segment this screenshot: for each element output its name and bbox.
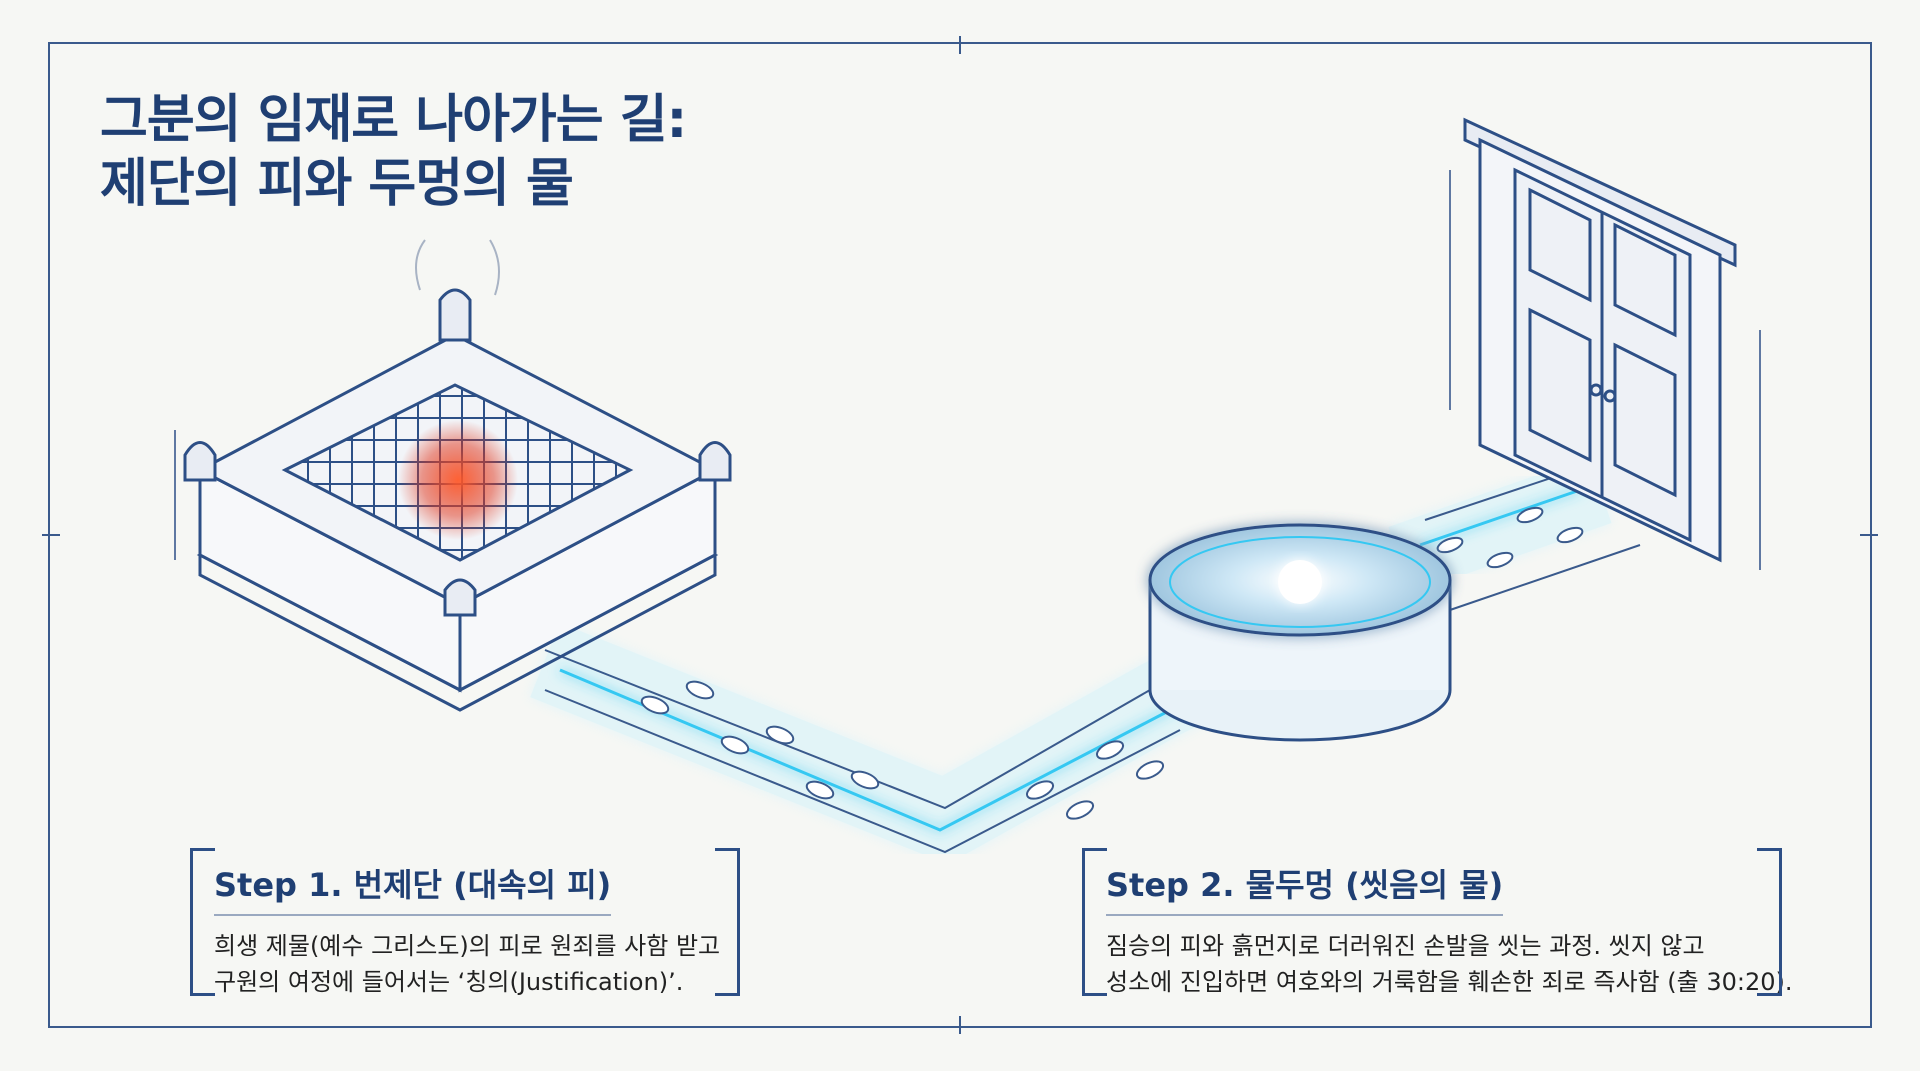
footprint-icon: [1025, 780, 1055, 800]
title-line-2: 제단의 피와 두멍의 물: [100, 154, 574, 214]
page-title: 그분의 임재로 나아가는 길: 제단의 피와 두멍의 물: [100, 88, 687, 216]
step-1-line-2: 구원의 여정에 들어서는 ‘칭의(Justification)’.: [214, 968, 684, 996]
footprint-icon: [1486, 551, 1514, 569]
step-1-description: 희생 제물(예수 그리스도)의 피로 원죄를 사함 받고 구원의 여정에 들어서…: [214, 928, 721, 1000]
step-2-card: Step 2. 물두멍 (씻음의 물) 짐승의 피와 흙먼지로 더러워진 손발을…: [1082, 848, 1792, 996]
footprint-icon: [1516, 506, 1544, 524]
footprint-icon: [850, 770, 880, 790]
step-1-line-1: 희생 제물(예수 그리스도)의 피로 원죄를 사함 받고: [214, 932, 721, 960]
step-2-line-1: 짐승의 피와 흙먼지로 더러워진 손발을 씻는 과정. 씻지 않고: [1106, 932, 1705, 960]
bracket-right: [1757, 848, 1782, 996]
footprint-icon: [765, 725, 795, 745]
step-2-description: 짐승의 피와 흙먼지로 더러워진 손발을 씻는 과정. 씻지 않고 성소에 진입…: [1106, 928, 1793, 1000]
footprint-icon: [805, 780, 835, 800]
footprint-icon: [1065, 800, 1095, 820]
frame-tick-bottom: [959, 1016, 961, 1034]
footprint-icon: [640, 695, 670, 715]
frame-tick-left: [42, 534, 60, 536]
step-1-heading: Step 1. 번제단 (대속의 피): [214, 860, 612, 916]
altar-illustration: [174, 239, 732, 712]
footprint-icon: [685, 680, 715, 700]
laver-illustration: [1148, 523, 1452, 742]
frame-tick-right: [1860, 534, 1878, 536]
footprint-icon: [1095, 740, 1125, 760]
frame-tick-top: [959, 36, 961, 54]
footprint-icon: [1556, 526, 1584, 544]
footprint-icon: [1135, 760, 1165, 780]
door-illustration: [1449, 117, 1761, 570]
bracket-left: [190, 848, 215, 996]
footprint-icon-group: [640, 506, 1584, 820]
title-line-1: 그분의 임재로 나아가는 길:: [100, 90, 687, 150]
step-1-card: Step 1. 번제단 (대속의 피) 희생 제물(예수 그리스도)의 피로 원…: [190, 848, 740, 996]
bracket-left: [1082, 848, 1107, 996]
step-2-line-2: 성소에 진입하면 여호와의 거룩함을 훼손한 죄로 즉사함 (출 30:20).: [1106, 968, 1793, 996]
bracket-right: [715, 848, 740, 996]
footprint-icon: [1436, 536, 1464, 554]
step-2-heading: Step 2. 물두멍 (씻음의 물): [1106, 860, 1504, 916]
footprint-icon: [720, 735, 750, 755]
